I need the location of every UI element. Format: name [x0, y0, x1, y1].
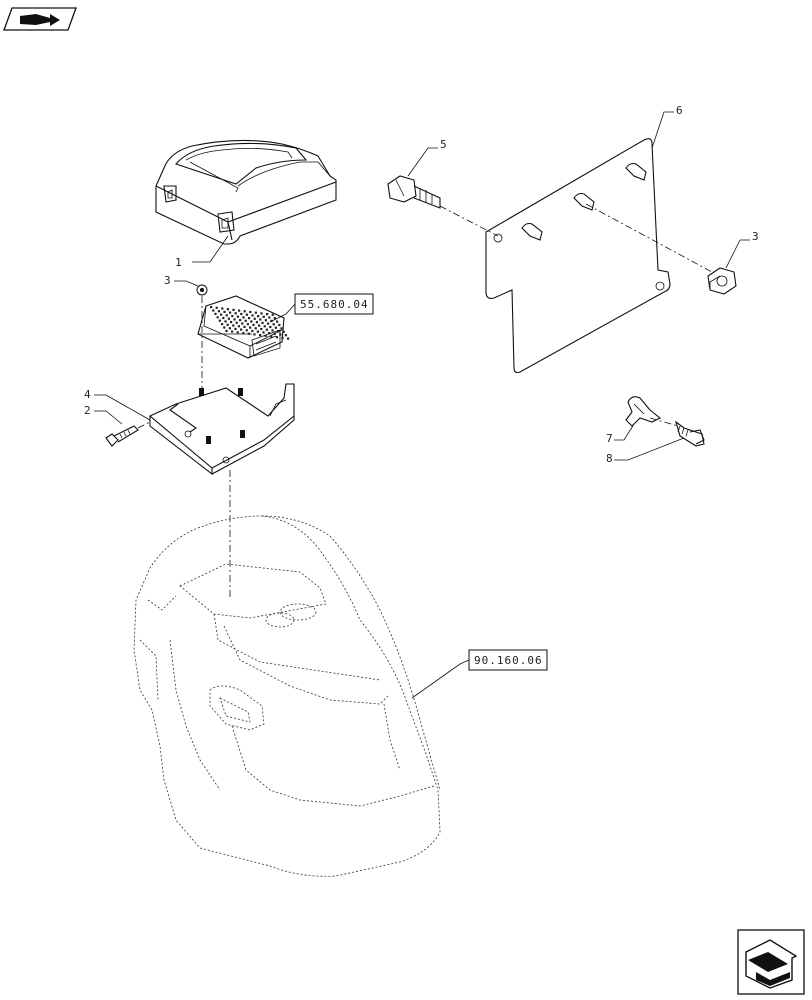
bolt-clip: [675, 420, 705, 447]
dashboard-hood: [133, 515, 441, 877]
bracket-studs: [199, 388, 245, 444]
callout-6: 6: [676, 104, 683, 117]
bolt-large: [387, 175, 441, 209]
nut-small: [196, 284, 208, 296]
plate-studs: [521, 162, 647, 241]
ref-hood[interactable]: 90.160.06: [474, 654, 543, 667]
callout-5: 5: [440, 138, 447, 151]
view-direction-icon: [3, 7, 77, 31]
callout-7: 7: [606, 432, 613, 445]
callout-8: 8: [606, 452, 613, 465]
next-page-icon[interactable]: [737, 929, 805, 995]
ref-ecu[interactable]: 55.680.04: [300, 298, 369, 311]
callout-3-right: 3: [752, 230, 759, 243]
display-housing: [155, 139, 337, 245]
mounting-bracket: [148, 383, 295, 476]
callout-4: 4: [84, 388, 91, 401]
clip: [625, 396, 662, 427]
nut-large: [707, 267, 737, 295]
bolt-small: [105, 425, 139, 447]
support-plate: [485, 138, 671, 374]
ecu-module: [197, 295, 290, 359]
callout-2: 2: [84, 404, 91, 417]
callout-3-left: 3: [164, 274, 171, 287]
callout-1: 1: [175, 256, 182, 269]
